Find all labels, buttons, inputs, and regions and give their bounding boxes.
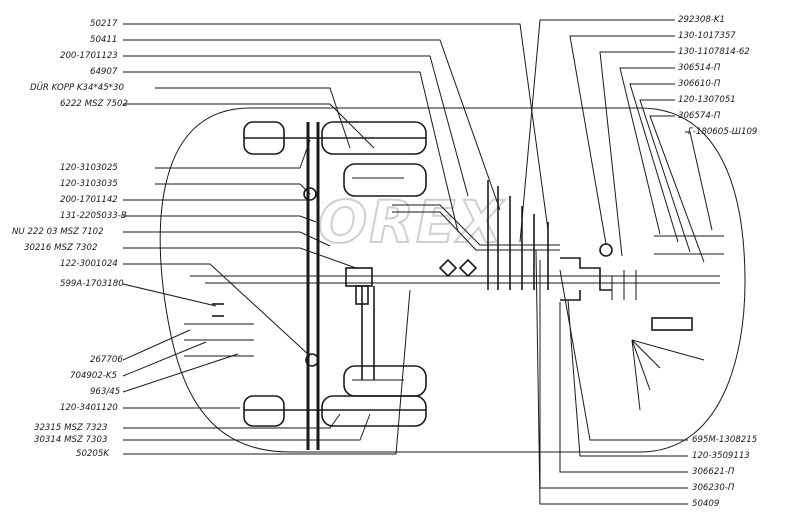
label-left-9: 200-1701142	[60, 195, 118, 205]
label-left-13: 122-3001024	[60, 259, 118, 269]
label-left-7: 120-3103025	[60, 163, 118, 173]
watermark-text: OREX	[318, 188, 506, 256]
label-left-18: 120-3401120	[60, 403, 118, 413]
label-left-11: NU 222 03 MSZ 7102	[12, 227, 104, 237]
label-left-14: 599A-1703180	[60, 279, 124, 289]
leader-lines-left	[122, 23, 549, 455]
bearing-cluster-right	[631, 235, 724, 411]
label-left-8: 120-3103035	[60, 179, 118, 189]
label-left-5: DÜR KOPP K34*45*30	[30, 82, 124, 93]
front-axle-group	[243, 121, 427, 450]
label-left-10: 131-2205033-B	[60, 211, 127, 221]
label-right-9: 695M-1308215	[692, 435, 757, 445]
label-left-16: 704902-K5	[70, 371, 117, 381]
label-left-20: 30314 MSZ 7303	[34, 435, 107, 445]
label-right-4: 306514-П	[678, 63, 721, 73]
label-right-1: 292308-K1	[678, 15, 725, 25]
label-right-11: 306621-П	[692, 467, 735, 477]
label-right-10: 120-3509113	[692, 451, 750, 461]
labels-right-column: 292308-K1 130-1017357 130-1107814-62 306…	[678, 15, 757, 509]
label-left-19: 32315 MSZ 7323	[34, 423, 107, 433]
label-right-5: 306610-П	[678, 79, 721, 89]
label-left-2: 50411	[90, 35, 117, 45]
label-left-12: 30216 MSZ 7302	[24, 243, 97, 253]
label-left-1: 50217	[90, 19, 118, 29]
label-right-8: Г-180605-Ш109	[688, 127, 757, 137]
label-right-7: 306574-П	[678, 111, 721, 121]
label-left-17: 963/45	[90, 387, 120, 397]
label-right-3: 130-1107814-62	[678, 47, 750, 57]
label-left-21: 50205K	[76, 449, 110, 459]
chassis-outline	[159, 107, 746, 453]
label-left-4: 64907	[90, 67, 118, 77]
labels-left-column: 50217 50411 200-1701123 64907 DÜR KOPP K…	[12, 19, 128, 459]
label-left-3: 200-1701123	[60, 51, 118, 61]
rear-axle-group	[243, 365, 427, 427]
label-left-15: 267706	[90, 355, 123, 365]
label-right-6: 120-1307051	[678, 95, 736, 105]
label-left-6: 6222 MSZ 7502	[60, 99, 128, 109]
bearing-cluster-left	[184, 303, 254, 357]
label-right-12: 306230-П	[692, 483, 735, 493]
leader-lines-right	[519, 19, 713, 505]
label-right-2: 130-1017357	[678, 31, 736, 41]
label-right-13: 50409	[692, 499, 719, 509]
